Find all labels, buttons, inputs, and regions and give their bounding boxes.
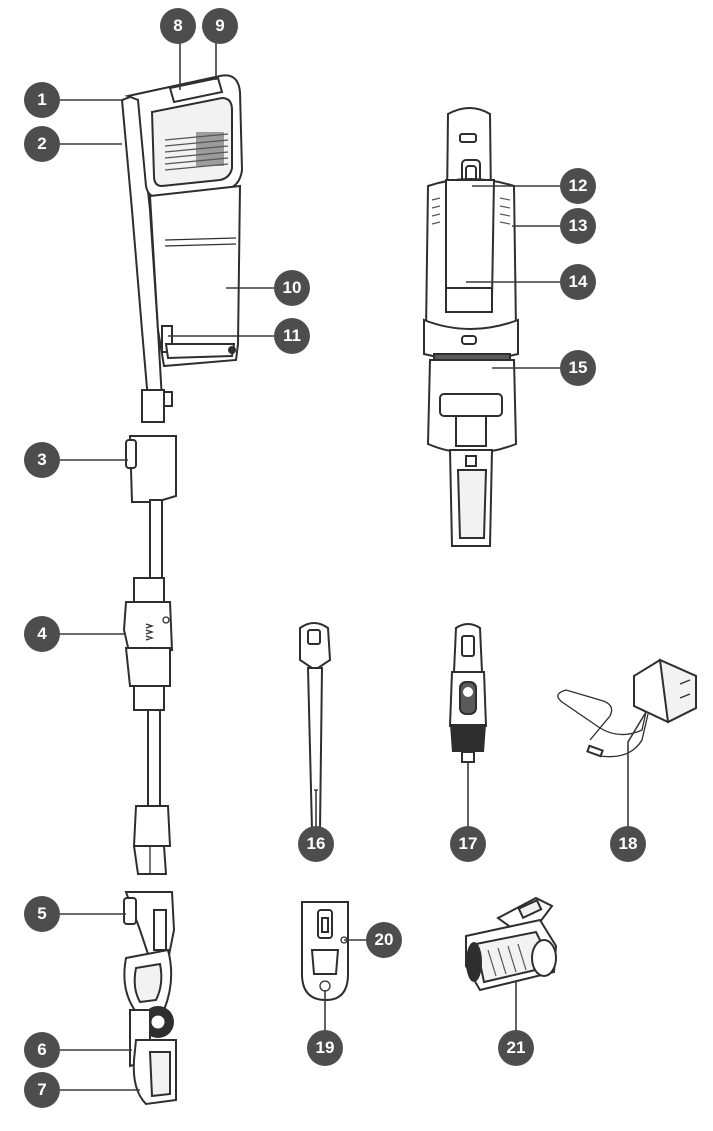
leader-lines	[60, 42, 647, 1091]
callout-15: 15	[560, 350, 596, 386]
charger-drawing	[557, 658, 697, 758]
brush-tool-drawing	[448, 623, 488, 763]
callout-17: 17	[450, 826, 486, 862]
callout-20: 20	[366, 922, 402, 958]
callout-16: 16	[298, 826, 334, 862]
callout-18: 18	[610, 826, 646, 862]
crevice-tool-drawing	[299, 622, 332, 831]
callout-9: 9	[202, 8, 238, 44]
floor-head-drawing	[123, 891, 177, 1106]
tube-drawing	[122, 435, 177, 875]
callout-1: 1	[24, 82, 60, 118]
callout-8: 8	[160, 8, 196, 44]
callout-5: 5	[24, 896, 60, 932]
callout-2: 2	[24, 126, 60, 162]
callout-10: 10	[274, 270, 310, 306]
wall-mount-drawing	[301, 901, 349, 1002]
callout-3: 3	[24, 442, 60, 478]
callout-11: 11	[274, 318, 310, 354]
callout-6: 6	[24, 1032, 60, 1068]
callout-13: 13	[560, 208, 596, 244]
callout-7: 7	[24, 1072, 60, 1108]
main-body-drawing	[120, 74, 244, 423]
callout-19: 19	[307, 1030, 343, 1066]
callout-21: 21	[498, 1030, 534, 1066]
handheld-unit-drawing	[423, 107, 519, 547]
callout-12: 12	[560, 168, 596, 204]
mini-brush-drawing	[465, 896, 558, 992]
callout-4: 4	[24, 616, 60, 652]
callout-14: 14	[560, 264, 596, 300]
